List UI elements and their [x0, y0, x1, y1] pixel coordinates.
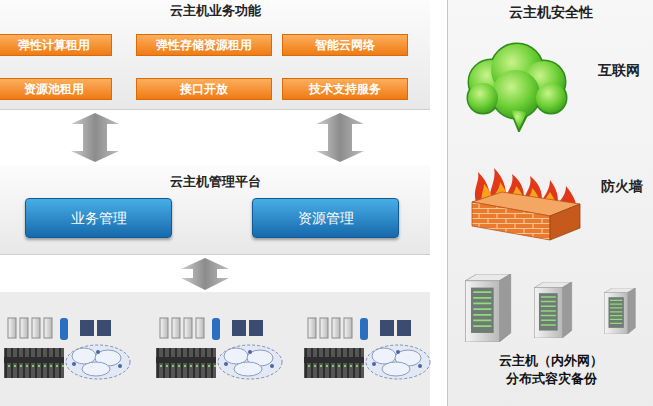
firewall-shape	[466, 168, 584, 244]
firewall: 防火墙	[466, 168, 646, 244]
function-band-label: 云主机业务功能	[0, 3, 430, 19]
server-group: 云主机（内外网） 分布式容灾备份	[453, 266, 649, 402]
function-box: 接口开放	[136, 78, 272, 100]
double-arrow	[316, 113, 364, 162]
server-tower	[605, 288, 636, 334]
server-cluster	[156, 318, 282, 379]
double-arrow	[181, 258, 229, 290]
platform-box-label: 资源管理	[298, 210, 354, 227]
platform-box: 业务管理	[25, 198, 172, 238]
platform-band: 云主机管理平台业务管理 资源管理	[0, 165, 430, 255]
function-box: 技术支持服务	[282, 78, 408, 100]
firewall-symbol	[472, 168, 580, 240]
firewall-label: 防火墙	[598, 178, 646, 195]
security-panel: 云主机安全性互联网防火墙云主机（内外网） 分布式容灾备份	[447, 0, 653, 406]
function-box-label: 智能云网络	[315, 38, 375, 52]
platform-box: 资源管理	[252, 198, 399, 238]
server-cluster	[4, 318, 130, 379]
server-group-shape	[453, 266, 649, 344]
function-box-label: 弹性存储资源租用	[156, 38, 252, 52]
server-tower	[534, 282, 571, 338]
double-arrow	[71, 113, 119, 162]
internet-cloud: 互联网	[461, 40, 647, 134]
platform-band-label: 云主机管理平台	[0, 174, 430, 190]
function-box: 智能云网络	[282, 34, 408, 56]
server-group-label: 云主机（内外网） 分布式容灾备份	[490, 352, 612, 388]
function-box: 弹性计算租用	[0, 34, 112, 56]
internet-cloud-label: 互联网	[591, 62, 647, 79]
function-box-label: 资源池租用	[24, 82, 84, 96]
server-tower	[465, 274, 510, 342]
function-box-label: 接口开放	[180, 82, 228, 96]
internet-cloud-symbol	[468, 44, 566, 130]
internet-cloud-shape	[461, 42, 571, 132]
platform-box-label: 业务管理	[71, 210, 127, 227]
security-panel-label: 云主机安全性	[448, 4, 653, 21]
server-cluster	[304, 318, 430, 379]
server-band	[0, 292, 430, 406]
function-box-label: 技术支持服务	[309, 82, 381, 96]
function-box: 弹性存储资源租用	[136, 34, 272, 56]
function-box-label: 弹性计算租用	[18, 38, 90, 52]
function-box: 资源池租用	[0, 78, 112, 100]
function-band: 云主机业务功能弹性计算租用 弹性存储资源租用 智能云网络资源池租用 接口开放 技术支持服…	[0, 0, 430, 110]
